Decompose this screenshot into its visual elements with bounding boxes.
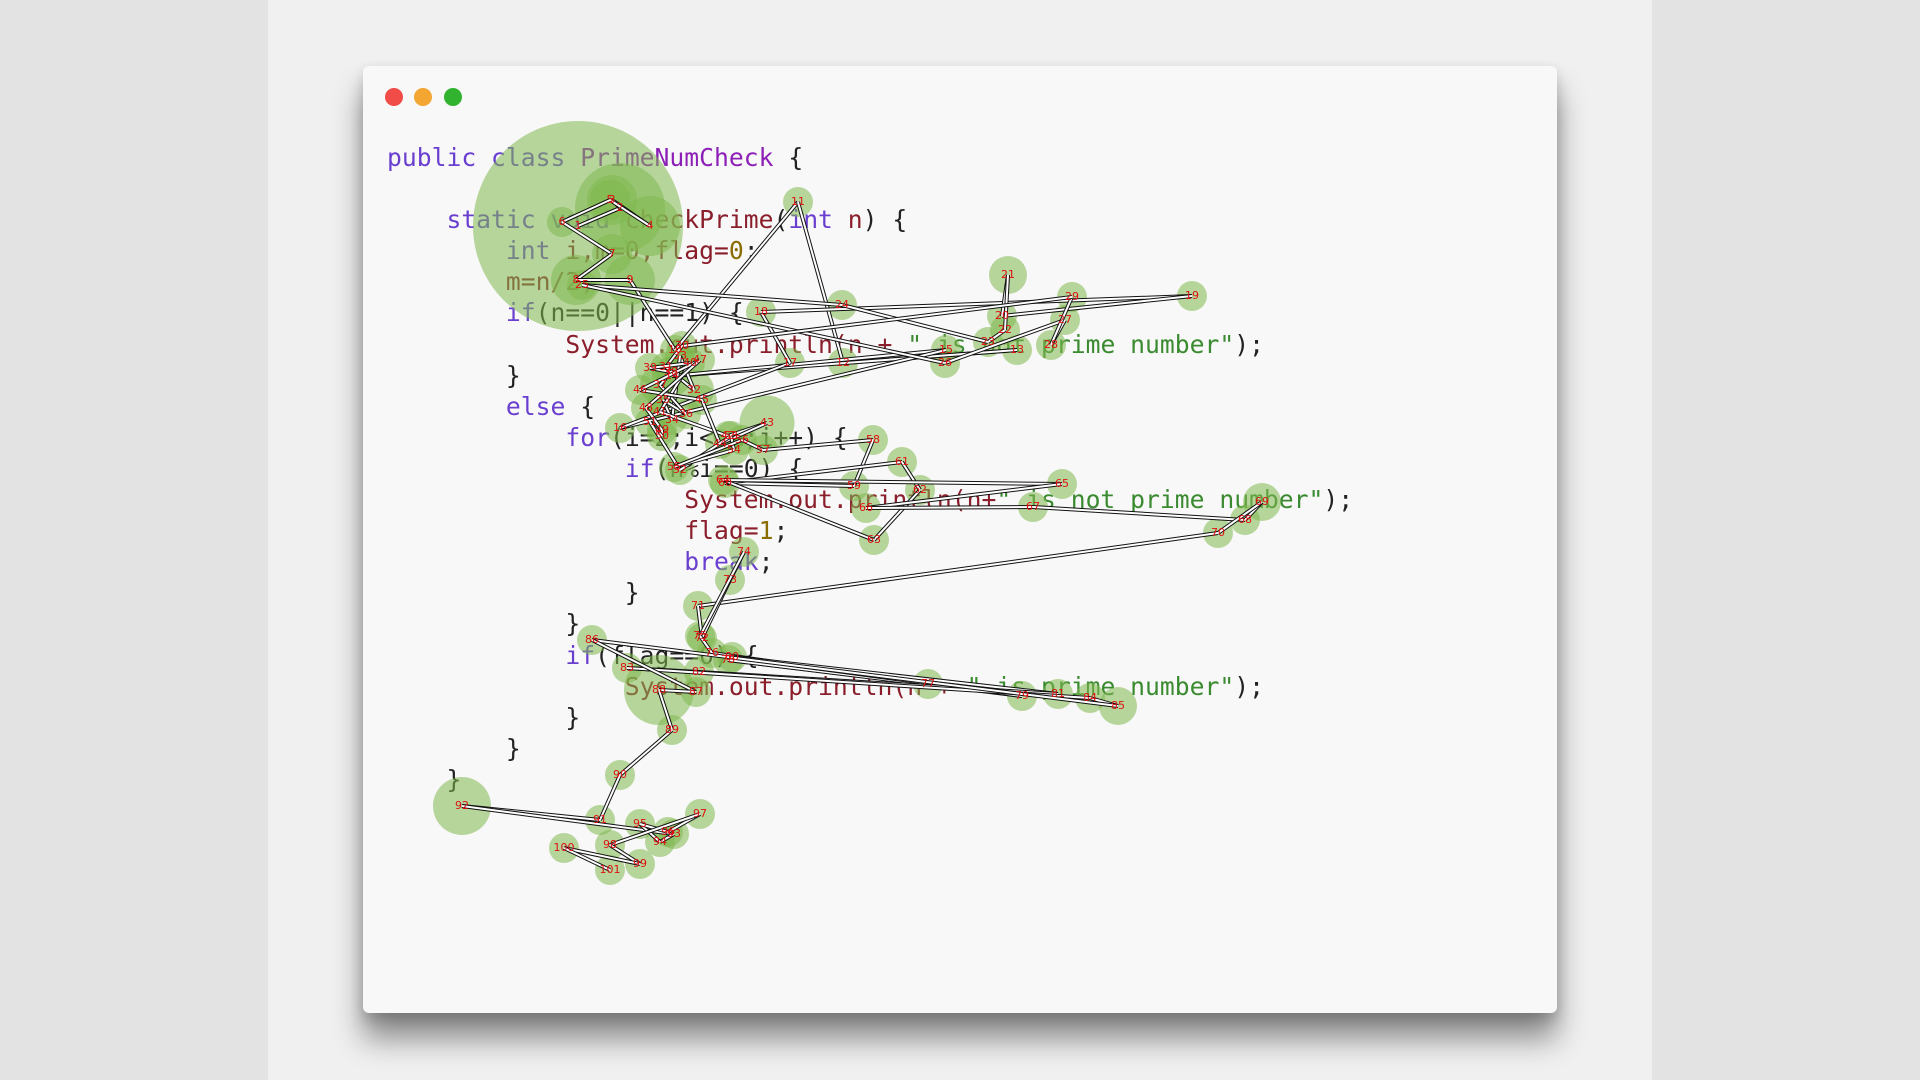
code-token: );	[1234, 329, 1264, 359]
code-token: }	[387, 609, 581, 639]
code-token: " is not prime number"	[907, 329, 1235, 359]
code-token: }	[387, 578, 640, 608]
code-token: System.out.println(n+	[387, 485, 997, 515]
code-token: int	[788, 205, 848, 235]
code-token: if	[387, 298, 536, 328]
code-line: System.out.println(n + " is not prime nu…	[387, 329, 1353, 360]
code-token: " is prime number"	[966, 671, 1235, 701]
code-token: (flag==0) {	[595, 640, 759, 670]
code-token: PrimeNumCheck	[580, 143, 774, 172]
code-token: m=n/2;	[387, 267, 596, 297]
code-token: 0	[728, 236, 744, 266]
code-token: if	[387, 453, 655, 483]
code-token: i,m=0,	[565, 236, 655, 266]
code-token: ;	[743, 236, 759, 266]
code-token: }	[387, 764, 462, 794]
code-token: {	[773, 143, 804, 172]
code-line: }	[387, 702, 1353, 733]
code-token: if	[387, 640, 596, 670]
code-token: }	[387, 360, 521, 390]
code-line: }	[387, 733, 1353, 764]
close-button[interactable]	[385, 88, 403, 106]
code-token: }	[387, 702, 581, 732]
code-line: flag=1;	[387, 515, 1353, 546]
code-line: if(flag==0) {	[387, 640, 1353, 671]
code-view: public class PrimeNumCheck { static void…	[387, 142, 1353, 795]
code-token: (i=2;i<=m;i++) {	[609, 422, 848, 452]
code-token: n	[847, 205, 863, 235]
code-token: );	[1234, 671, 1264, 701]
code-line: }	[387, 764, 1353, 795]
code-token: static void	[387, 205, 625, 235]
code-line: if(n%i==0) {	[387, 453, 1353, 484]
code-token: System.out.println(n +	[387, 329, 908, 359]
code-line: for(i=2;i<=m;i++) {	[387, 422, 1353, 453]
code-line	[387, 173, 1353, 204]
code-token: (n==0||n==1) {	[535, 298, 744, 328]
code-token: ;	[773, 516, 789, 546]
code-line: else {	[387, 391, 1353, 422]
code-line: }	[387, 608, 1353, 639]
code-token: (n%i==0) {	[654, 453, 804, 483]
code-token: for	[387, 422, 610, 452]
code-line: }	[387, 360, 1353, 391]
code-token: }	[387, 733, 521, 763]
code-line: break;	[387, 546, 1353, 577]
maximize-button[interactable]	[444, 88, 462, 106]
code-token: flag=	[654, 236, 729, 266]
code-line: public class PrimeNumCheck {	[387, 142, 1353, 173]
code-token: flag=	[387, 516, 759, 546]
code-token: {	[565, 391, 596, 421]
code-line: }	[387, 577, 1353, 608]
code-token: );	[1323, 485, 1354, 515]
code-line: System.out.println(n + " is prime number…	[387, 671, 1353, 702]
code-token: int	[387, 236, 566, 266]
code-line: m=n/2;	[387, 266, 1353, 297]
code-line: static void checkPrime(int n) {	[387, 204, 1353, 235]
minimize-button[interactable]	[414, 88, 432, 106]
code-window: public class PrimeNumCheck { static void…	[363, 66, 1557, 1013]
code-token: (	[773, 205, 789, 235]
code-token: System.out.println(n +	[387, 671, 967, 701]
code-line: System.out.println(n+" is not prime numb…	[387, 484, 1353, 515]
code-token: public class	[387, 143, 581, 172]
code-token: ) {	[862, 205, 908, 235]
code-token: break	[387, 547, 759, 577]
code-line: int i,m=0,flag=0;	[387, 235, 1353, 266]
code-token: " is not prime number"	[996, 485, 1324, 515]
code-token: 1	[758, 516, 774, 546]
code-line: if(n==0||n==1) {	[387, 297, 1353, 328]
code-token: else	[387, 391, 566, 421]
code-token: checkPrime	[624, 205, 774, 235]
code-token: ;	[758, 547, 774, 577]
